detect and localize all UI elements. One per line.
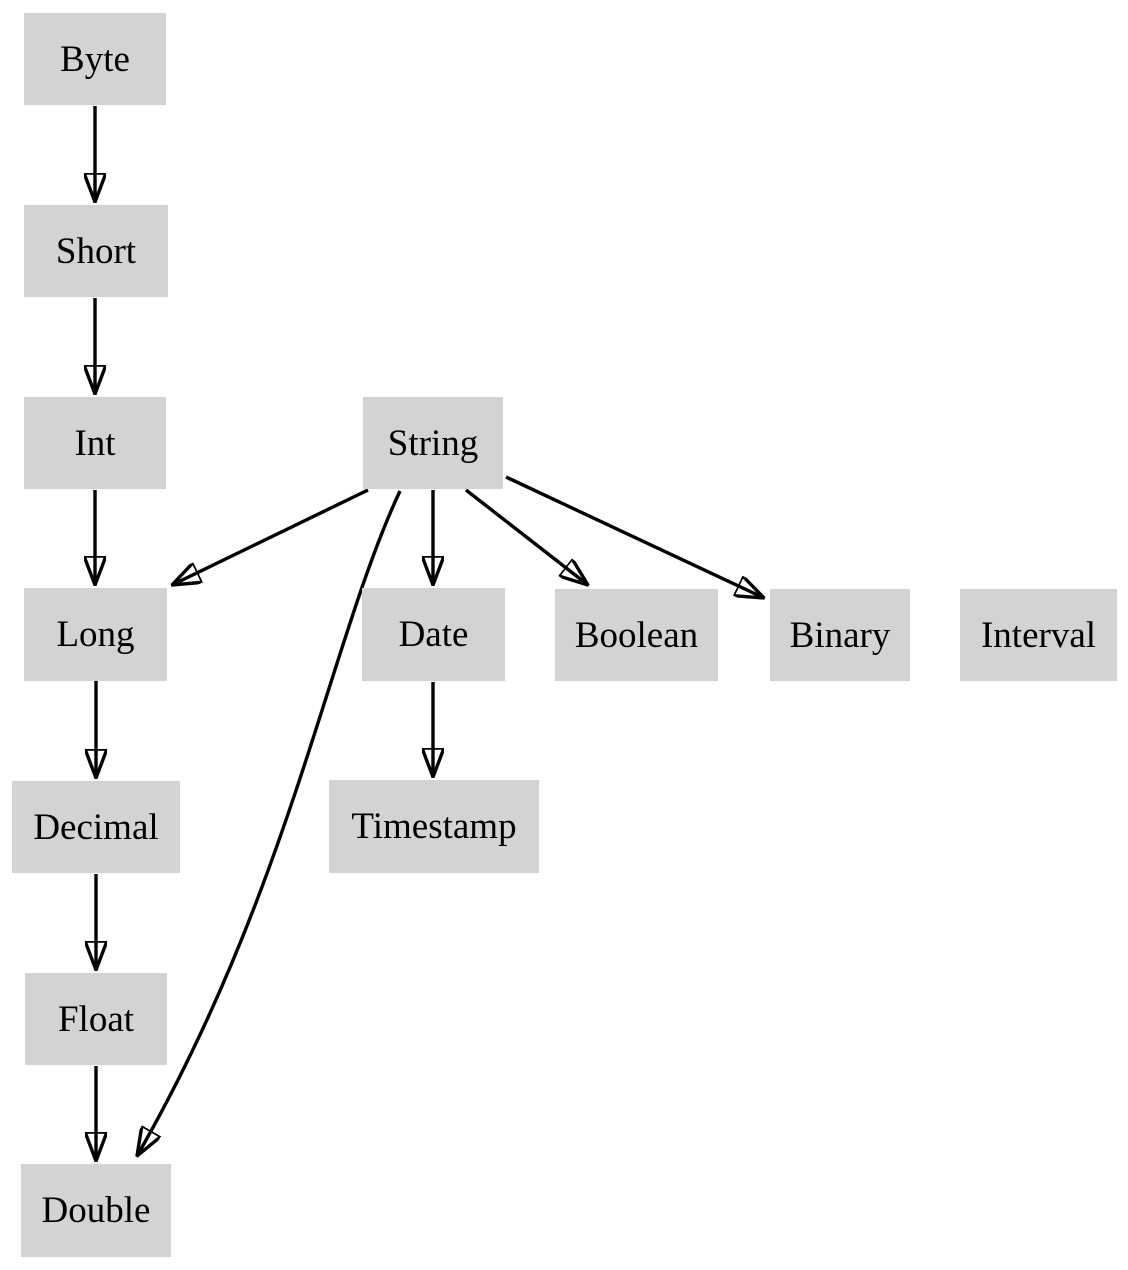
node-boolean: Boolean: [555, 589, 718, 681]
edge-string-long: [172, 488, 369, 585]
node-short: Short: [24, 205, 168, 297]
node-binary: Binary: [770, 589, 910, 681]
node-long: Long: [24, 588, 167, 681]
node-decimal: Decimal: [12, 781, 180, 873]
edge-string-binary: [505, 475, 764, 598]
node-date: Date: [362, 588, 505, 681]
node-interval: Interval: [960, 589, 1117, 681]
edge-string-double: [137, 490, 402, 1156]
edge-string-boolean: [464, 488, 588, 585]
node-float: Float: [25, 973, 167, 1065]
node-timestamp: Timestamp: [329, 780, 539, 873]
node-string: String: [363, 397, 503, 489]
node-int: Int: [24, 397, 166, 489]
node-double: Double: [21, 1164, 171, 1257]
node-byte: Byte: [24, 13, 166, 105]
